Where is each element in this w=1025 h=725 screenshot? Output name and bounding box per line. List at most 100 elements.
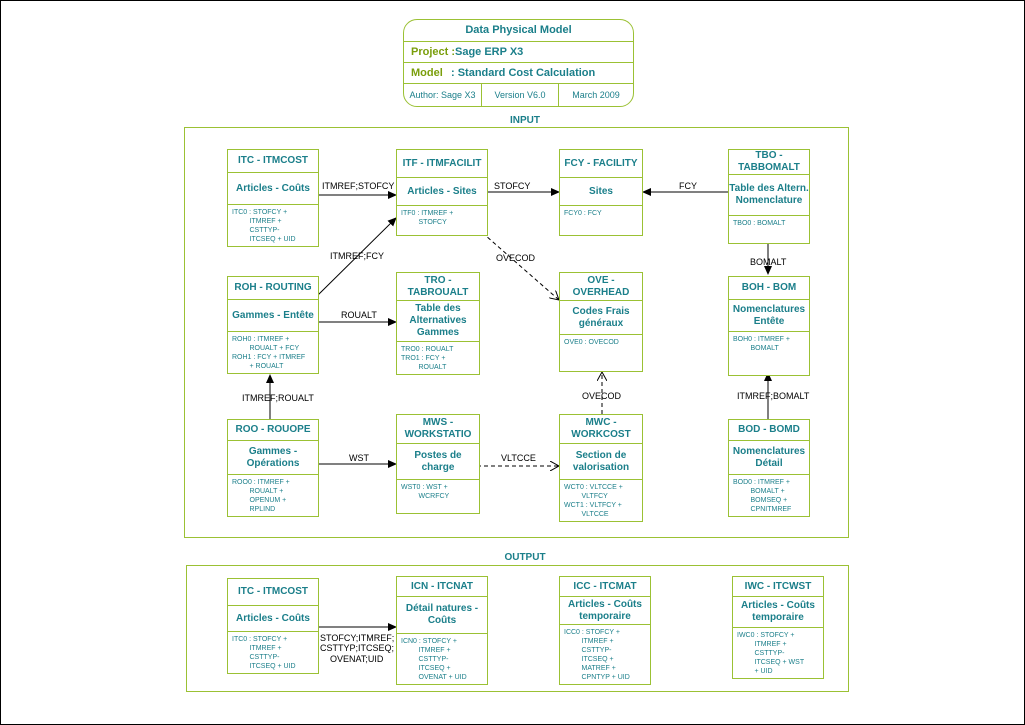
edge-label-itc-icn-line3: OVENAT;UID bbox=[330, 654, 384, 664]
entity-iwc-itcwst[interactable]: IWC - ITCWST Articles - Coûts temporaire… bbox=[732, 576, 824, 679]
entity-key-line: ITCSEQ + UID bbox=[232, 236, 296, 243]
entity-title: ITF - ITMFACILIT bbox=[397, 150, 487, 178]
entity-itc-itmcost-output[interactable]: ITC - ITMCOST Articles - Coûts ITC0 : ST… bbox=[227, 578, 319, 674]
entity-key-line: CSTTYP- bbox=[564, 647, 612, 654]
entity-key-line: IWC0 : STOFCY + bbox=[737, 632, 795, 639]
entity-key-line: ITMREF + bbox=[737, 641, 787, 648]
entity-keys: IWC0 : STOFCY + ITMREF + CSTTYP- ITCSEQ … bbox=[733, 628, 823, 678]
footer-divider bbox=[481, 84, 482, 106]
entity-key-line: ITCSEQ + UID bbox=[232, 663, 296, 670]
model-label: Model bbox=[411, 67, 443, 79]
entity-key-line: VLTFCY bbox=[564, 493, 608, 500]
entity-title: OVE - OVERHEAD bbox=[560, 273, 642, 301]
entity-key-line: CSTTYP- bbox=[232, 654, 280, 661]
entity-key-line: + UID bbox=[737, 668, 773, 675]
edge-label-itf-fcy: STOFCY bbox=[494, 181, 531, 191]
edge-label-itc-icn-line2: CSTTYP;ITCSEQ; bbox=[320, 643, 395, 653]
entity-keys: ITF0 : ITMREF + STOFCY bbox=[397, 206, 487, 235]
entity-tro-tabroualt[interactable]: TRO - TABROUALT Table des Alternatives G… bbox=[396, 272, 480, 375]
entity-mwc-workcost[interactable]: MWC - WORKCOST Section de valorisation W… bbox=[559, 414, 643, 522]
entity-keys: WST0 : WST + WCRFCY bbox=[397, 480, 479, 513]
entity-description: Gammes - Entête bbox=[228, 300, 318, 332]
entity-key-line: WCT0 : VLTCCE + bbox=[564, 484, 623, 491]
entity-description: Codes Frais généraux bbox=[560, 301, 642, 335]
entity-fcy-facility[interactable]: FCY - FACILITY Sites FCY0 : FCY bbox=[559, 149, 643, 236]
edge-label-itf-ove: OVECOD bbox=[496, 253, 536, 263]
input-section-label: INPUT bbox=[510, 115, 540, 126]
edge-label-tbo-fcy: FCY bbox=[679, 181, 697, 191]
entity-key-line: BOMALT + bbox=[733, 488, 785, 495]
output-section-label: OUTPUT bbox=[504, 552, 546, 563]
entity-title: ITC - ITMCOST bbox=[228, 579, 318, 606]
entity-title: ROO - ROUOPE bbox=[228, 420, 318, 441]
entity-key-line: ITC0 : STOFCY + bbox=[232, 209, 288, 216]
project-label: Project : bbox=[411, 46, 456, 58]
entity-keys: ROO0 : ITMREF + ROUALT + OPENUM + RPLIND bbox=[228, 475, 318, 516]
edge-label-roo-mws: WST bbox=[349, 453, 369, 463]
entity-description: Articles - Sites bbox=[397, 178, 487, 206]
entity-roo-rouope[interactable]: ROO - ROUOPE Gammes - Opérations ROO0 : … bbox=[227, 419, 319, 517]
entity-key-line: STOFCY bbox=[401, 219, 447, 226]
entity-boh-bom[interactable]: BOH - BOM Nomenclatures Entête BOH0 : IT… bbox=[728, 276, 810, 376]
entity-description: Nomenclatures Détail bbox=[729, 441, 809, 475]
entity-keys: FCY0 : FCY bbox=[560, 206, 642, 235]
entity-key-line: ROUALT bbox=[401, 364, 447, 371]
entity-keys: ROH0 : ITMREF + ROUALT + FCY ROH1 : FCY … bbox=[228, 332, 318, 373]
entity-key-line: OVENAT + UID bbox=[401, 674, 467, 681]
entity-ove-overhead[interactable]: OVE - OVERHEAD Codes Frais généraux OVE0… bbox=[559, 272, 643, 372]
entity-keys: ICN0 : STOFCY + ITMREF + CSTTYP- ITCSEQ … bbox=[397, 634, 487, 684]
entity-key-line: OVE0 : OVECOD bbox=[564, 339, 619, 346]
entity-keys: WCT0 : VLTCCE + VLTFCY WCT1 : VLTFCY + V… bbox=[560, 480, 642, 521]
entity-key-line: MATREF + bbox=[564, 665, 616, 672]
entity-key-line: CSTTYP- bbox=[737, 650, 785, 657]
entity-key-line: FCY0 : FCY bbox=[564, 210, 602, 217]
entity-title: ICN - ITCNAT bbox=[397, 577, 487, 597]
entity-key-line: ITF0 : ITMREF + bbox=[401, 210, 454, 217]
entity-key-line: ITCSEQ + bbox=[401, 665, 451, 672]
edge-label-mws-mwc: VLTCCE bbox=[501, 453, 536, 463]
entity-tbo-tabbomalt[interactable]: TBO - TABBOMALT Table des Altern. Nomenc… bbox=[728, 149, 810, 244]
entity-key-line: ITC0 : STOFCY + bbox=[232, 636, 288, 643]
entity-title: ROH - ROUTING bbox=[228, 277, 318, 300]
entity-key-line: BOMSEQ + bbox=[733, 497, 788, 504]
entity-title: MWS - WORKSTATIO bbox=[397, 415, 479, 444]
entity-key-line: ROO0 : ITMREF + bbox=[232, 479, 290, 486]
entity-bod-bomd[interactable]: BOD - BOMD Nomenclatures Détail BOD0 : I… bbox=[728, 419, 810, 517]
entity-key-line: CSTTYP- bbox=[232, 227, 280, 234]
version-text: Version V6.0 bbox=[494, 90, 546, 100]
edge-label-roo-roh: ITMREF;ROUALT bbox=[242, 393, 314, 403]
entity-title: ICC - ITCMAT bbox=[560, 577, 650, 597]
entity-key-line: TRO1 : FCY + bbox=[401, 355, 446, 362]
entity-icn-itcnat[interactable]: ICN - ITCNAT Détail natures - Coûts ICN0… bbox=[396, 576, 488, 685]
entity-description: Articles - Coûts temporaire bbox=[733, 597, 823, 628]
project-row: Project : Sage ERP X3 bbox=[404, 42, 633, 63]
entity-key-line: + ROUALT bbox=[232, 363, 284, 370]
entity-description: Section de valorisation bbox=[560, 444, 642, 480]
entity-title: BOH - BOM bbox=[729, 277, 809, 300]
entity-itf-itmfacilit[interactable]: ITF - ITMFACILIT Articles - Sites ITF0 :… bbox=[396, 149, 488, 236]
entity-key-line: BOMALT bbox=[733, 345, 779, 352]
entity-key-line: ICC0 : STOFCY + bbox=[564, 629, 620, 636]
entity-title: MWC - WORKCOST bbox=[560, 415, 642, 444]
edge-roh-itf bbox=[316, 217, 397, 297]
project-value: Sage ERP X3 bbox=[455, 46, 524, 58]
entity-itc-itmcost[interactable]: ITC - ITMCOST Articles - Coûts ITC0 : ST… bbox=[227, 149, 319, 247]
entity-description: Articles - Coûts bbox=[228, 173, 318, 205]
entity-key-line: ITMREF + bbox=[564, 638, 614, 645]
entity-key-line: OPENUM + bbox=[232, 497, 287, 504]
entity-key-line: WCRFCY bbox=[401, 493, 450, 500]
entity-description: Gammes - Opérations bbox=[228, 441, 318, 475]
edge-label-mwc-ove: OVECOD bbox=[582, 391, 622, 401]
output-section bbox=[186, 565, 849, 692]
entity-key-line: CPNITMREF bbox=[733, 506, 792, 513]
entity-key-line: ROUALT + bbox=[232, 488, 284, 495]
entity-roh-routing[interactable]: ROH - ROUTING Gammes - Entête ROH0 : ITM… bbox=[227, 276, 319, 374]
entity-keys: BOH0 : ITMREF + BOMALT bbox=[729, 332, 809, 375]
entity-mws-workstatio[interactable]: MWS - WORKSTATIO Postes de charge WST0 :… bbox=[396, 414, 480, 514]
entity-keys: TRO0 : ROUALT TRO1 : FCY + ROUALT bbox=[397, 342, 479, 374]
entity-title: TBO - TABBOMALT bbox=[729, 150, 809, 175]
entity-key-line: TRO0 : ROUALT bbox=[401, 346, 454, 353]
edge-label-bod-boh: ITMREF;BOMALT bbox=[737, 391, 810, 401]
entity-title: TRO - TABROUALT bbox=[397, 273, 479, 301]
entity-icc-itcmat[interactable]: ICC - ITCMAT Articles - Coûts temporaire… bbox=[559, 576, 651, 685]
